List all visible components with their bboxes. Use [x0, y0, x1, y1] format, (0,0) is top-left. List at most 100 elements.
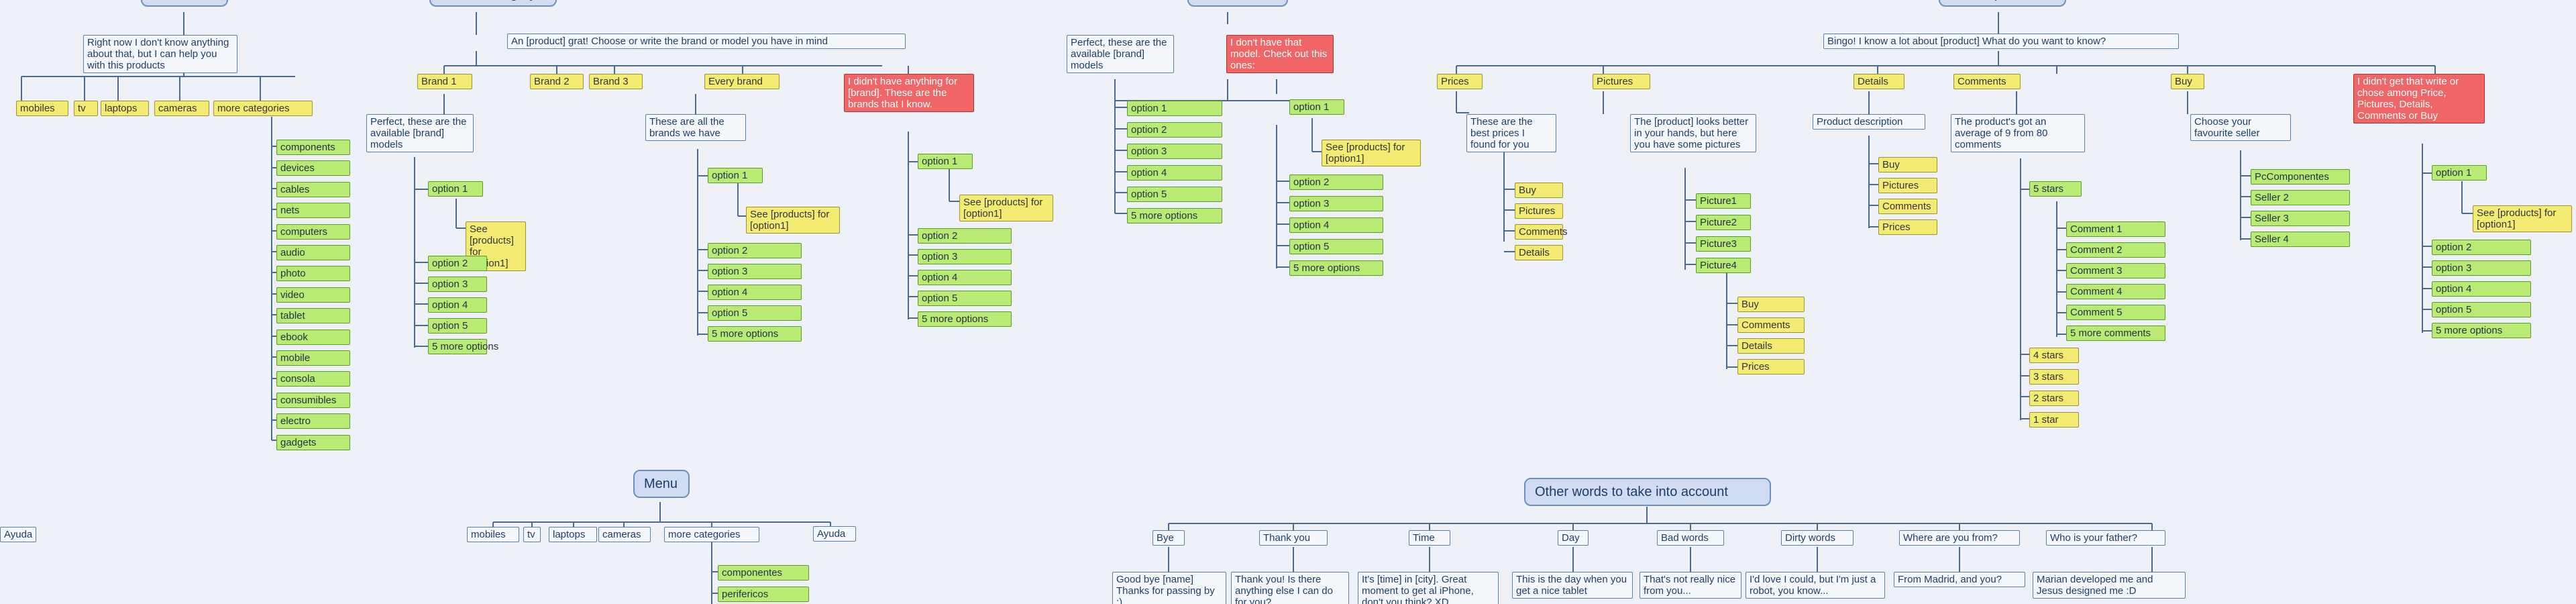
node-seller-1[interactable]: PcComponentes [2251, 169, 2350, 185]
node-picture-2[interactable]: Picture2 [1696, 215, 1751, 230]
node-c3-option-3[interactable]: option 4 [1289, 217, 1383, 233]
node-unknown-brand[interactable]: I didn't have anything for [brand]. Thes… [844, 74, 974, 112]
node-c3-list-option-3[interactable]: option 3 [1127, 144, 1222, 159]
node-5-stars[interactable]: 5 stars [2029, 181, 2082, 197]
node-subcategory-13[interactable]: consumibles [276, 392, 350, 408]
node-c4-option-1[interactable]: option 1 [2432, 165, 2487, 181]
node-menu-item-3[interactable]: laptops [549, 527, 597, 542]
node-prices-text[interactable]: These are the best prices I found for yo… [1466, 114, 1556, 152]
node-details-item-4[interactable]: Prices [1878, 219, 1937, 235]
node-known-category-root[interactable]: Known category [429, 0, 557, 7]
node-stars-2[interactable]: 3 stars [2029, 369, 2079, 385]
node-c2c-option-3[interactable]: option 4 [918, 270, 1012, 285]
node-all-brands[interactable]: These are all the brands we have [645, 114, 746, 141]
node-c2b-see[interactable]: See [products] for [option1] [746, 207, 840, 234]
node-details-text[interactable]: Product description [1813, 114, 1925, 130]
node-other-word-8[interactable]: Who is your father? [2046, 530, 2165, 546]
node-other-word-4[interactable]: Day [1558, 530, 1589, 546]
node-no-model[interactable]: I don't have that model. Check out this … [1226, 35, 1334, 73]
node-stars-4[interactable]: 1 star [2029, 412, 2079, 427]
node-c2c-option-1[interactable]: option 1 [918, 154, 973, 169]
node-prices-item-4[interactable]: Details [1515, 245, 1563, 260]
node-c2-option-1[interactable]: option 1 [428, 181, 483, 197]
node-other-word-5[interactable]: Bad words [1657, 530, 1724, 546]
node-prices-item-2[interactable]: Pictures [1515, 203, 1563, 219]
node-c4-option-5[interactable]: 5 more options [2432, 323, 2531, 338]
node-c3-option-5[interactable]: 5 more options [1289, 260, 1383, 276]
node-brand-1[interactable]: Brand 1 [417, 74, 472, 89]
node-c2b-option-5[interactable]: 5 more options [708, 326, 802, 342]
node-subcategory-15[interactable]: gadgets [276, 434, 350, 450]
node-subcategory-9[interactable]: tablet [276, 308, 350, 324]
node-laptops[interactable]: laptops [101, 101, 149, 116]
node-c3-list-option-6[interactable]: 5 more options [1127, 208, 1222, 223]
node-dont-know-intro[interactable]: Right now I don't know anything about th… [83, 35, 237, 73]
node-more-categories[interactable]: more categories [213, 101, 313, 116]
node-comment-4[interactable]: Comment 4 [2066, 284, 2165, 299]
node-category-prompt[interactable]: An [product] grat! Choose or write the b… [507, 34, 906, 49]
node-pictures-more-3[interactable]: Details [1737, 338, 1805, 354]
node-pictures-more-1[interactable]: Buy [1737, 297, 1805, 312]
node-c2-option-1[interactable]: option 2 [428, 256, 487, 271]
node-menu-item-2[interactable]: tv [523, 527, 541, 542]
node-c3-list-option-2[interactable]: option 2 [1127, 122, 1222, 138]
node-subcategory-8[interactable]: video [276, 287, 350, 303]
node-c2-option-5[interactable]: 5 more options [428, 339, 498, 354]
node-subcategory-2[interactable]: devices [276, 160, 350, 177]
node-c2b-option-3[interactable]: option 4 [708, 285, 802, 300]
node-answer-2[interactable]: Thank you! Is there anything else I can … [1231, 572, 1349, 604]
node-brand-3[interactable]: Brand 3 [589, 74, 643, 89]
node-menu-item-1[interactable]: mobiles [467, 527, 519, 542]
node-tab-buy[interactable]: Buy [2171, 74, 2204, 89]
node-c2c-option-4[interactable]: option 5 [918, 291, 1012, 306]
node-pictures-text[interactable]: The [product] looks better in your hands… [1630, 114, 1756, 152]
node-product-prompt[interactable]: Bingo! I know a lot about [product] What… [1823, 34, 2179, 49]
node-tab-details[interactable]: Details [1854, 74, 1904, 89]
node-tab-prices[interactable]: Prices [1437, 74, 1483, 89]
node-c4-see[interactable]: See [products] for [option1] [2473, 205, 2572, 232]
node-c2c-see[interactable]: See [products] for [option1] [959, 195, 1053, 221]
node-c3-list-option-1[interactable]: option 1 [1127, 101, 1222, 116]
node-prices-item-1[interactable]: Buy [1515, 183, 1563, 198]
node-subcategory-1[interactable]: components [276, 140, 350, 155]
node-other-word-2[interactable]: Thank you [1259, 530, 1328, 546]
node-c3-option-4[interactable]: option 5 [1289, 239, 1383, 254]
node-c2-option-2[interactable]: option 3 [428, 276, 487, 292]
node-subcategory-3[interactable]: cables [276, 181, 350, 197]
node-answer-7[interactable]: From Madrid, and you? [1894, 572, 2025, 587]
node-c4-option-3[interactable]: option 4 [2432, 281, 2531, 297]
node-subcategory-7[interactable]: photo [276, 266, 350, 282]
node-c4-option-1[interactable]: option 2 [2432, 240, 2531, 255]
node-details-item-3[interactable]: Comments [1878, 199, 1937, 214]
node-subcategory-4[interactable]: nets [276, 203, 350, 219]
node-comment-1[interactable]: Comment 1 [2066, 221, 2165, 237]
node-c2b-option-4[interactable]: option 5 [708, 305, 802, 321]
node-perfect-models[interactable]: Perfect, these are the available [brand]… [366, 114, 474, 152]
node-c3-option-2[interactable]: option 3 [1289, 196, 1383, 211]
node-answer-3[interactable]: It's [time] in [city]. Great moment to g… [1358, 572, 1499, 604]
node-known-product-root[interactable]: Known product [1939, 0, 2066, 7]
node-c3-list-option-5[interactable]: option 5 [1127, 187, 1222, 202]
node-details-item-1[interactable]: Buy [1878, 157, 1937, 172]
node-c2c-option-1[interactable]: option 2 [918, 228, 1012, 244]
node-c2b-option-2[interactable]: option 3 [708, 264, 802, 279]
node-other-words-root[interactable]: Other words to take into account [1524, 478, 1771, 506]
node-c2b-option-1[interactable]: option 2 [708, 243, 802, 258]
node-comment-3[interactable]: Comment 3 [2066, 263, 2165, 279]
node-subcategory-5[interactable]: computers [276, 223, 350, 240]
node-comment-6[interactable]: 5 more comments [2066, 325, 2165, 341]
node-details-item-2[interactable]: Pictures [1878, 178, 1937, 193]
node-stars-3[interactable]: 2 stars [2029, 391, 2079, 406]
node-menu-ayuda[interactable]: Ayuda [813, 526, 856, 542]
node-prices-item-3[interactable]: Comments [1515, 224, 1568, 240]
node-unknown-choice[interactable]: I didn't get that write or chose among P… [2353, 74, 2485, 123]
node-menu-sub-1[interactable]: componentes [718, 565, 809, 581]
node-subcategory-14[interactable]: electro [276, 413, 350, 430]
node-c2-option-4[interactable]: option 5 [428, 318, 487, 334]
node-seller-4[interactable]: Seller 4 [2251, 232, 2350, 247]
node-seller-2[interactable]: Seller 2 [2251, 190, 2350, 205]
node-menu-item-6[interactable]: Ayuda [0, 527, 37, 542]
node-other-word-7[interactable]: Where are you from? [1899, 530, 2020, 546]
node-picture-1[interactable]: Picture1 [1696, 193, 1751, 209]
node-pictures-more-4[interactable]: Prices [1737, 359, 1805, 374]
